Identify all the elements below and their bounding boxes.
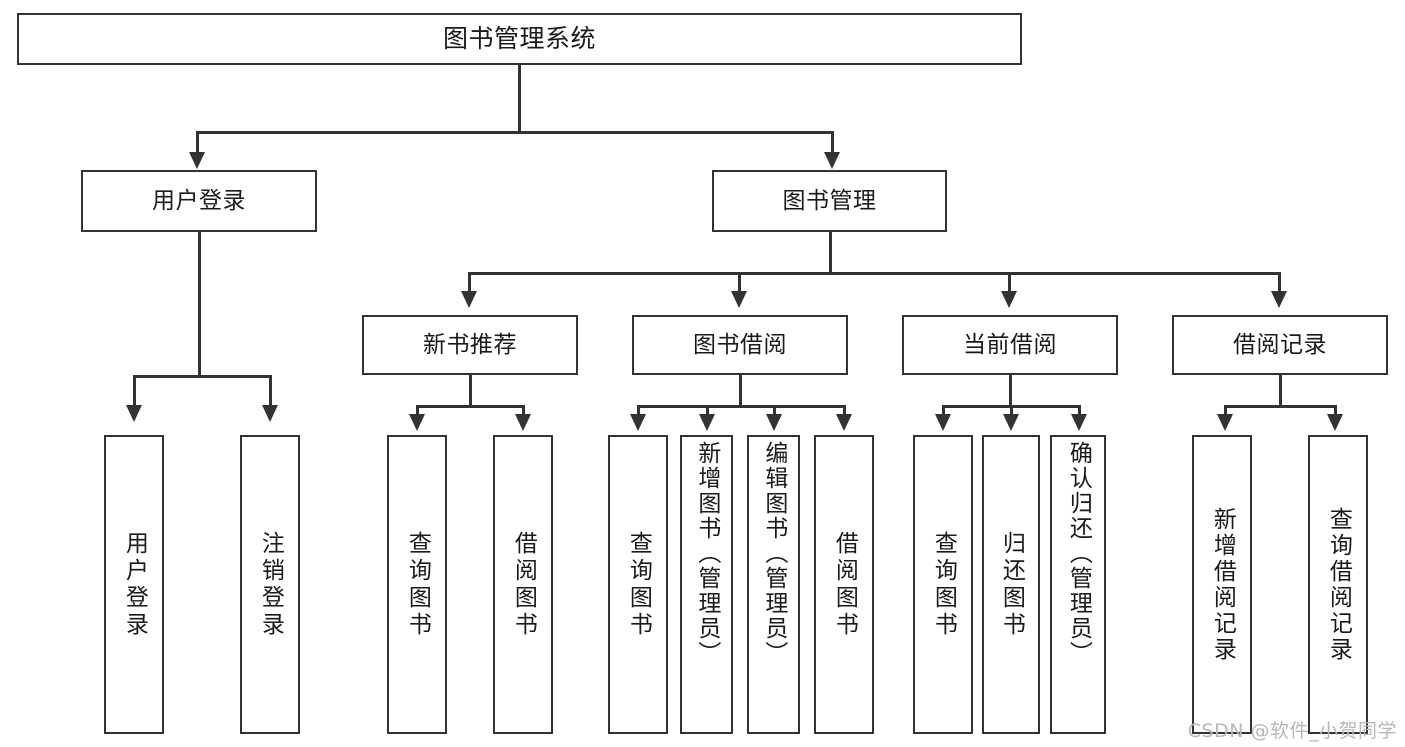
node-label: 新书推荐: [423, 331, 517, 358]
node-label: 新增图书（管理员）: [693, 441, 720, 666]
node-label: 当前借阅: [963, 331, 1057, 358]
leaf-user-login[interactable]: 用户登录: [104, 435, 164, 734]
connector-book-management-stem: [829, 232, 832, 274]
leaf-borrow-book-recommend[interactable]: 借阅图书: [493, 435, 553, 734]
leaf-return-book[interactable]: 归还图书: [982, 435, 1040, 734]
node-label: 注销登录: [257, 530, 284, 639]
node-current-borrow[interactable]: 当前借阅: [902, 315, 1118, 375]
leaf-confirm-return-admin[interactable]: 确认归还（管理员）: [1050, 435, 1106, 734]
csdn-watermark: CSDN @软件_小贺同学: [1187, 720, 1397, 742]
arrow-br-leaf-1: [1217, 414, 1233, 431]
node-label: 图书管理系统: [442, 23, 596, 53]
node-label: 查询借阅记录: [1325, 506, 1352, 663]
arrow-to-current-borrow: [1001, 291, 1017, 308]
arrow-to-borrow-record: [1271, 291, 1287, 308]
connector-bb-leaf-3: [773, 405, 776, 417]
connector-to-new-book-recommend: [468, 272, 471, 294]
arrow-root-to-book-management: [824, 152, 840, 169]
connector-root-stem: [518, 65, 521, 133]
connector-to-book-borrow: [738, 272, 741, 294]
node-label: 确认归还（管理员）: [1065, 441, 1092, 666]
connector-book-borrow-bus: [637, 405, 845, 408]
connector-to-borrow-record: [1278, 272, 1281, 294]
node-label: 借阅图书: [510, 530, 537, 639]
node-label: 新增借阅记录: [1209, 506, 1236, 663]
connector-bb-leaf-4: [843, 405, 846, 417]
connector-user-login-to-leaf-2: [269, 375, 272, 408]
connector-user-login-stem: [198, 232, 201, 377]
arrow-bb-leaf-1: [630, 414, 646, 431]
node-label: 借阅记录: [1233, 331, 1327, 358]
connector-br-leaf-1: [1224, 405, 1227, 417]
node-label: 借阅图书: [831, 530, 858, 639]
leaf-add-book-admin[interactable]: 新增图书（管理员）: [680, 435, 733, 734]
arrow-bb-leaf-2: [699, 414, 715, 431]
leaf-add-borrow-record[interactable]: 新增借阅记录: [1192, 435, 1252, 734]
node-label: 用户登录: [152, 187, 246, 214]
connector-book-management-bus: [468, 272, 1280, 275]
node-label: 查询图书: [930, 530, 957, 639]
connector-user-login-to-leaf-1: [133, 375, 136, 408]
node-root-book-management-system[interactable]: 图书管理系统: [17, 13, 1022, 65]
connector-new-book-recommend-bus: [416, 405, 524, 408]
connector-new-book-recommend-stem: [469, 375, 472, 407]
arrow-nbr-leaf-1: [409, 414, 425, 431]
connector-root-to-user-login: [196, 131, 199, 155]
leaf-edit-book-admin[interactable]: 编辑图书（管理员）: [747, 435, 800, 734]
leaf-query-borrow-record[interactable]: 查询借阅记录: [1308, 435, 1368, 734]
arrow-br-leaf-2: [1327, 414, 1343, 431]
node-book-management[interactable]: 图书管理: [712, 170, 947, 232]
arrow-user-login-to-leaf-1: [126, 405, 142, 422]
leaf-query-book-borrow[interactable]: 查询图书: [608, 435, 668, 734]
arrow-bb-leaf-4: [836, 414, 852, 431]
leaf-query-book-current[interactable]: 查询图书: [913, 435, 973, 734]
arrow-user-login-to-leaf-2: [262, 405, 278, 422]
arrow-nbr-leaf-2: [515, 414, 531, 431]
leaf-query-book-recommend[interactable]: 查询图书: [387, 435, 447, 734]
node-book-borrow[interactable]: 图书借阅: [632, 315, 848, 375]
connector-nbr-leaf-2: [522, 405, 525, 417]
connector-root-to-book-management: [831, 131, 834, 155]
arrow-bb-leaf-3: [766, 414, 782, 431]
connector-to-current-borrow: [1008, 272, 1011, 294]
arrow-cb-leaf-3: [1071, 414, 1087, 431]
connector-cb-leaf-1: [942, 405, 945, 417]
node-label: 查询图书: [404, 530, 431, 639]
arrow-cb-leaf-1: [935, 414, 951, 431]
connector-current-borrow-stem: [1009, 375, 1012, 407]
connector-borrow-record-bus: [1224, 405, 1336, 408]
connector-nbr-leaf-1: [416, 405, 419, 417]
arrow-to-new-book-recommend: [461, 291, 477, 308]
connector-book-borrow-stem: [739, 375, 742, 407]
connector-bb-leaf-1: [637, 405, 640, 417]
node-label: 查询图书: [625, 530, 652, 639]
node-label: 图书借阅: [693, 331, 787, 358]
node-label: 用户登录: [121, 530, 148, 639]
connector-root-bus: [196, 131, 833, 134]
node-user-login[interactable]: 用户登录: [81, 170, 317, 232]
node-label: 编辑图书（管理员）: [760, 441, 787, 666]
connector-br-leaf-2: [1334, 405, 1337, 417]
node-label: 图书管理: [782, 187, 877, 214]
node-new-book-recommend[interactable]: 新书推荐: [362, 315, 578, 375]
arrow-to-book-borrow: [731, 291, 747, 308]
connector-bb-leaf-2: [706, 405, 709, 417]
connector-borrow-record-stem: [1279, 375, 1282, 407]
arrow-cb-leaf-2: [1003, 414, 1019, 431]
node-borrow-record[interactable]: 借阅记录: [1172, 315, 1388, 375]
node-label: 归还图书: [998, 530, 1025, 639]
leaf-borrow-book[interactable]: 借阅图书: [814, 435, 874, 734]
connector-user-login-bus: [133, 375, 271, 378]
leaf-logout-login[interactable]: 注销登录: [240, 435, 300, 734]
connector-cb-leaf-2: [1010, 405, 1013, 417]
connector-cb-leaf-3: [1078, 405, 1081, 417]
arrow-root-to-user-login: [189, 152, 205, 169]
